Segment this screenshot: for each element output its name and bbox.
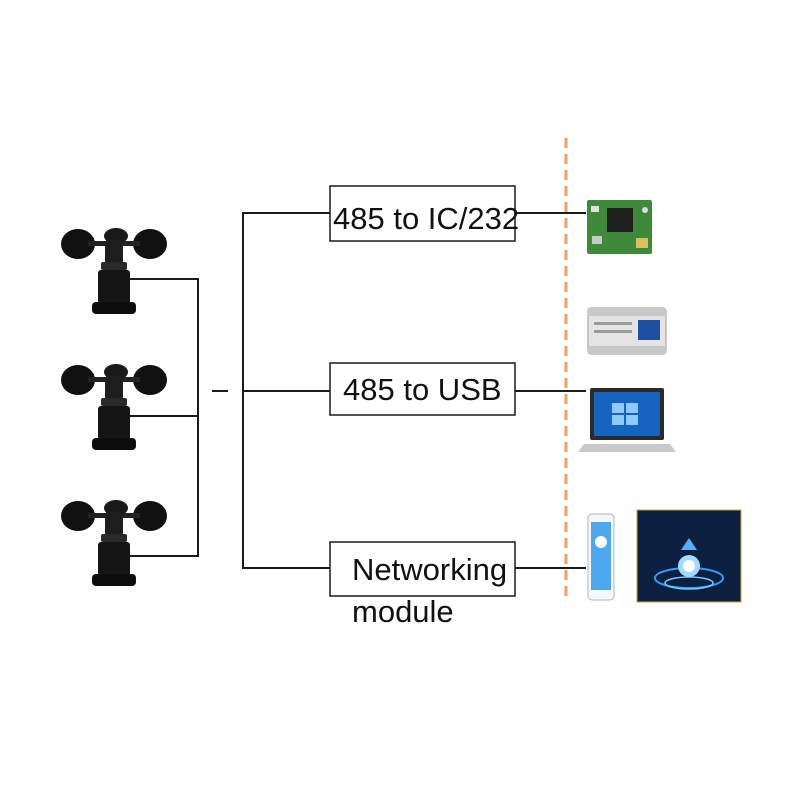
converter-box-usb <box>329 362 516 416</box>
anemometer-icon <box>61 228 167 314</box>
cloud-platform-icon <box>636 509 742 603</box>
converter-box-network <box>329 541 516 597</box>
converter-label-usb: 485 to USB <box>343 372 502 407</box>
wiring-lines <box>130 212 586 569</box>
device-group <box>578 200 742 603</box>
smartphone-icon <box>587 513 615 601</box>
converter-box-232 <box>329 185 516 242</box>
sensor-bus-line <box>130 278 199 557</box>
circuit-board-icon <box>587 200 652 254</box>
laptop-icon <box>578 388 676 452</box>
plc-controller-icon <box>587 307 667 355</box>
converter-label-network-line1: Networking <box>352 552 507 587</box>
sensor-group <box>61 228 167 586</box>
converter-label-network-line2: module <box>352 594 454 629</box>
converter-label-232: 485 to IC/232 <box>333 201 519 236</box>
anemometer-icon <box>61 364 167 450</box>
anemometer-icon <box>61 500 167 586</box>
converter-group: 485 to IC/232 485 to USB Networking modu… <box>329 185 519 629</box>
